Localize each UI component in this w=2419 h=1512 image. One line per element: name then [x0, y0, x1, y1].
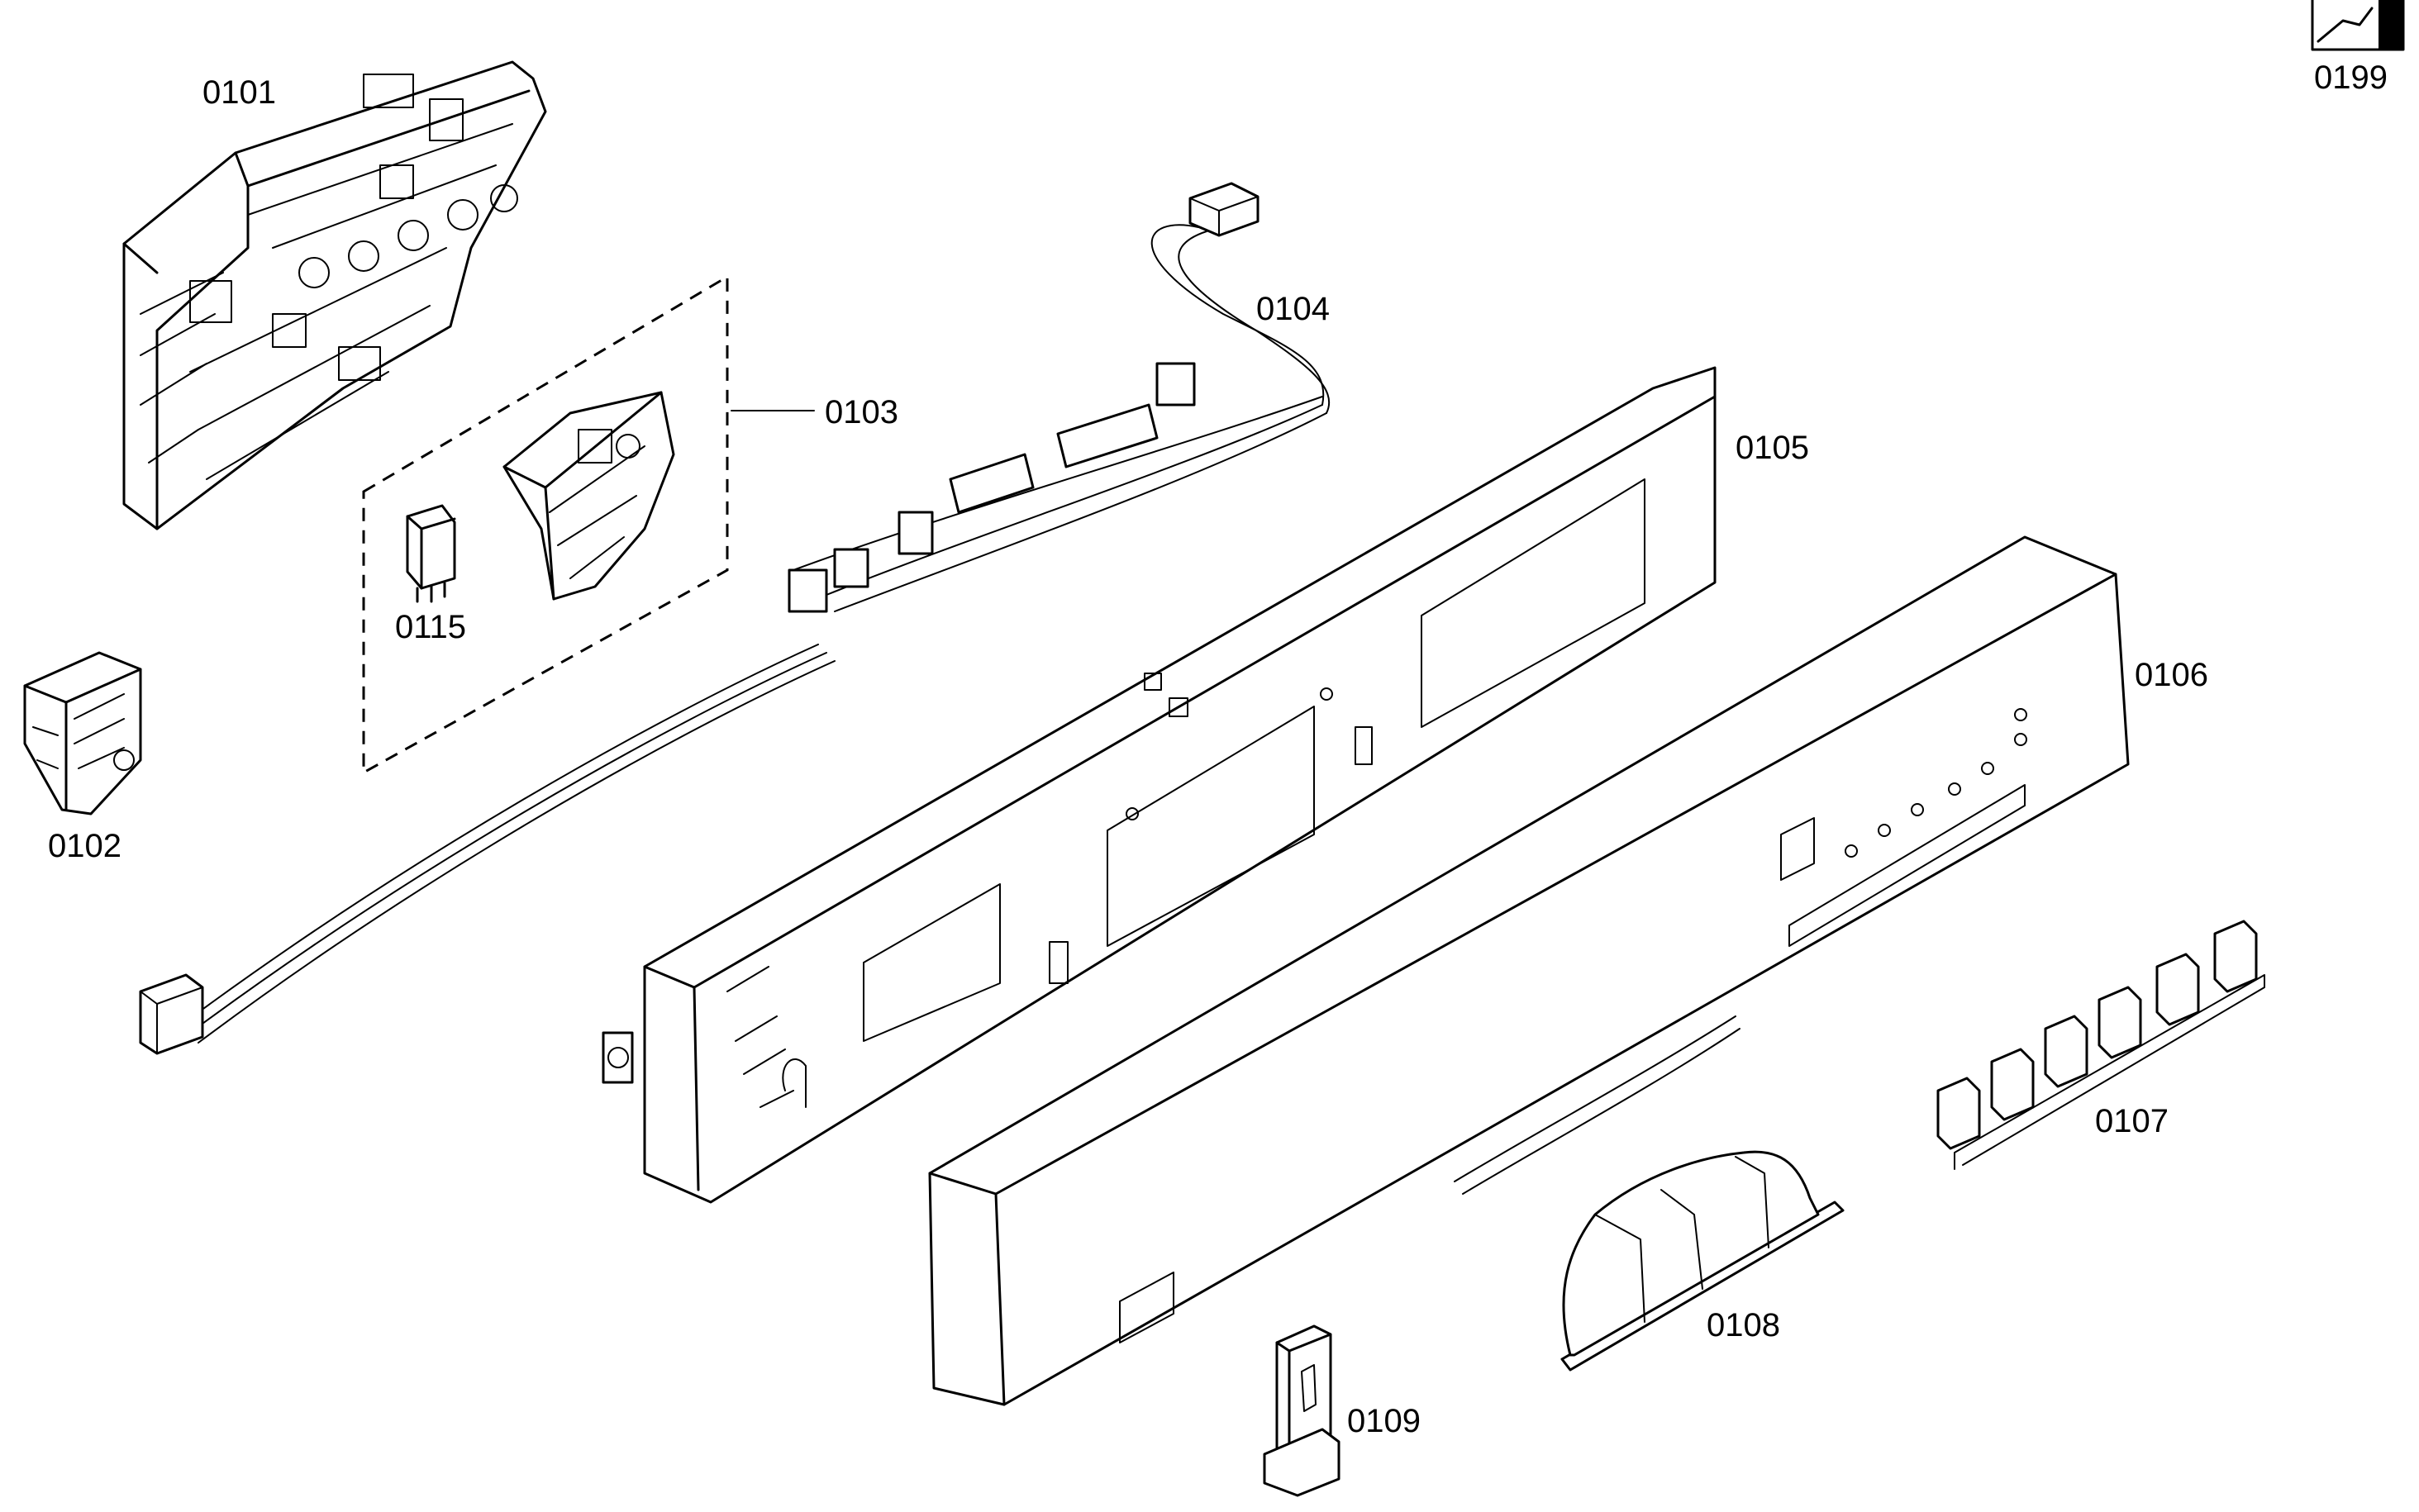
- label-0104: 0104: [1256, 291, 1330, 327]
- part-0102-switch[interactable]: [23, 651, 142, 815]
- label-0106: 0106: [2135, 657, 2208, 693]
- part-0115-relay[interactable]: [406, 504, 456, 603]
- part-0199-document-icon[interactable]: [2311, 0, 2405, 51]
- label-0115: 0115: [395, 609, 466, 645]
- part-0101-control-module[interactable]: [122, 60, 547, 530]
- part-0105-panel-frame[interactable]: [602, 366, 1717, 1204]
- part-0104-cable-harness[interactable]: [139, 182, 1331, 1055]
- label-0108: 0108: [1707, 1307, 1780, 1343]
- part-0103-group[interactable]: [362, 274, 815, 775]
- label-0107: 0107: [2095, 1103, 2169, 1139]
- part-0107-button-strip[interactable]: [1936, 920, 2265, 1170]
- label-0101: 0101: [202, 74, 276, 111]
- label-0199: 0199: [2314, 59, 2388, 96]
- part-0106-front-fascia[interactable]: [928, 535, 2130, 1406]
- label-0103: 0103: [825, 394, 898, 430]
- part-0103-door-lock[interactable]: [502, 391, 675, 601]
- part-0108-handle-cover[interactable]: [1560, 1150, 1845, 1372]
- label-0102: 0102: [48, 828, 121, 864]
- label-0105: 0105: [1736, 430, 1809, 466]
- label-0109: 0109: [1347, 1403, 1421, 1439]
- part-0109-clip[interactable]: [1263, 1324, 1340, 1497]
